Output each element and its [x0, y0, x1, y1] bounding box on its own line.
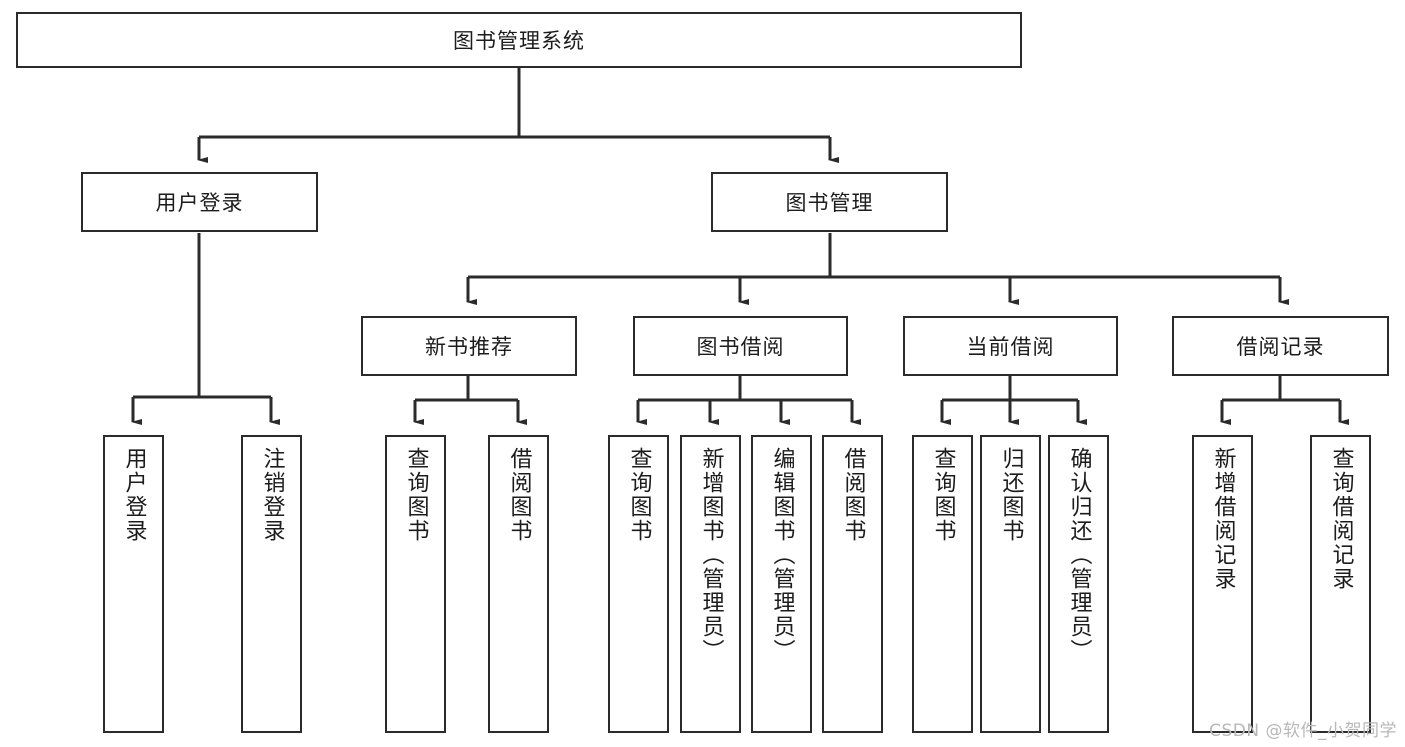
leaf-label: 查询借阅记录 — [1328, 447, 1354, 591]
leaf-new-book-query[interactable]: 查询图书 — [385, 435, 446, 733]
leaf-book-borrow-add[interactable]: 新增图书（管理员） — [680, 435, 741, 733]
node-book-borrow[interactable]: 图书借阅 — [633, 316, 848, 376]
leaf-user-login-logout[interactable]: 注销登录 — [241, 435, 302, 733]
leaf-book-borrow-lend[interactable]: 借阅图书 — [822, 435, 883, 733]
leaf-label: 查询图书 — [626, 447, 652, 543]
leaf-label: 查询图书 — [403, 447, 429, 543]
leaf-label: 编辑图书（管理员） — [769, 447, 795, 663]
node-borrow-record-label: 借阅记录 — [1236, 335, 1325, 359]
node-book-management-label: 图书管理 — [785, 191, 874, 215]
node-current-borrow[interactable]: 当前借阅 — [903, 316, 1118, 376]
leaf-book-borrow-query[interactable]: 查询图书 — [608, 435, 669, 733]
leaf-label: 确认归还（管理员） — [1066, 447, 1092, 663]
leaf-current-borrow-confirm-return[interactable]: 确认归还（管理员） — [1048, 435, 1109, 733]
leaf-label: 借阅图书 — [506, 447, 532, 543]
leaf-book-borrow-edit[interactable]: 编辑图书（管理员） — [751, 435, 812, 733]
node-new-book-recommend-label: 新书推荐 — [425, 335, 513, 359]
watermark: CSDN @软件_小贺同学 — [1209, 721, 1397, 741]
leaf-label: 用户登录 — [121, 447, 147, 543]
node-new-book-recommend[interactable]: 新书推荐 — [361, 316, 577, 376]
node-root[interactable]: 图书管理系统 — [16, 12, 1022, 68]
leaf-new-book-borrow[interactable]: 借阅图书 — [488, 435, 549, 733]
leaf-user-login-login[interactable]: 用户登录 — [103, 435, 164, 733]
node-book-borrow-label: 图书借阅 — [696, 335, 785, 359]
leaf-label: 查询图书 — [930, 447, 956, 543]
node-borrow-record[interactable]: 借阅记录 — [1172, 316, 1389, 376]
leaf-label: 新增借阅记录 — [1210, 447, 1236, 591]
leaf-label: 注销登录 — [259, 447, 285, 543]
node-book-management[interactable]: 图书管理 — [711, 172, 948, 232]
leaf-label: 新增图书（管理员） — [698, 447, 724, 663]
leaf-label: 归还图书 — [998, 447, 1024, 543]
leaf-current-borrow-query[interactable]: 查询图书 — [912, 435, 973, 733]
leaf-current-borrow-return[interactable]: 归还图书 — [980, 435, 1041, 733]
node-user-login[interactable]: 用户登录 — [81, 172, 318, 232]
node-user-login-label: 用户登录 — [155, 191, 244, 215]
leaf-borrow-record-query[interactable]: 查询借阅记录 — [1310, 435, 1371, 733]
node-current-borrow-label: 当前借阅 — [966, 335, 1055, 359]
leaf-borrow-record-add[interactable]: 新增借阅记录 — [1192, 435, 1253, 733]
leaf-label: 借阅图书 — [840, 447, 866, 543]
node-root-label: 图书管理系统 — [453, 29, 585, 53]
